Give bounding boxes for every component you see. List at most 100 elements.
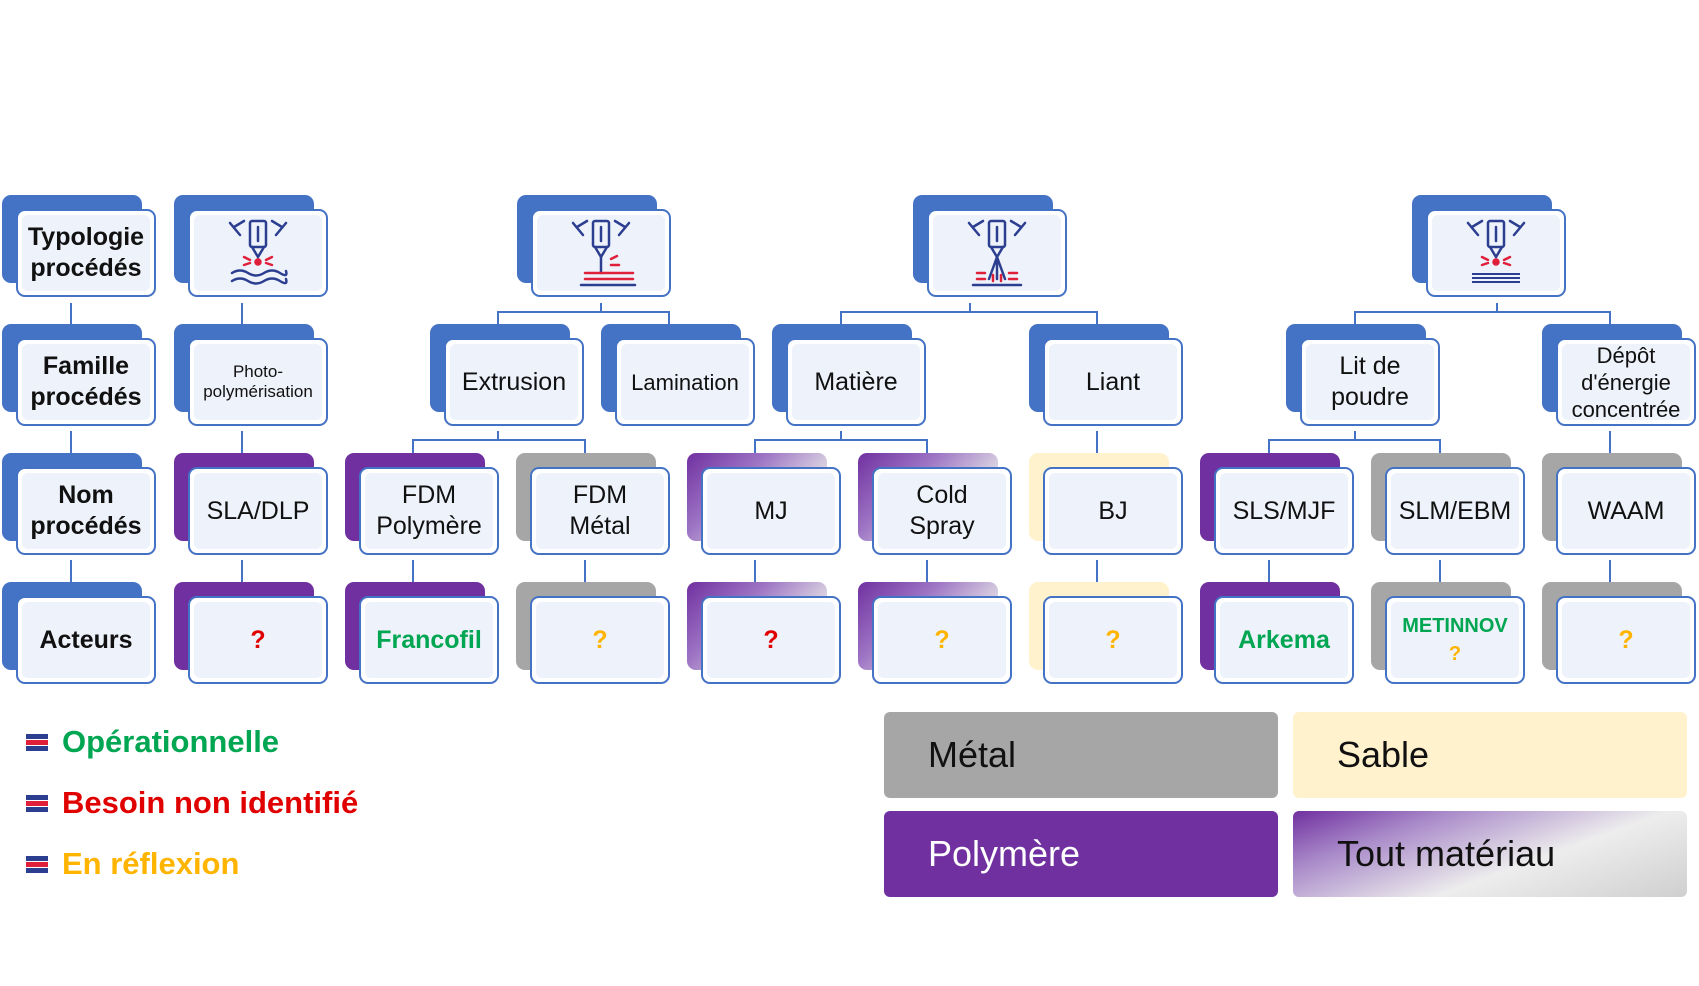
material-swatch-polymere: Polymère	[884, 811, 1278, 897]
typology-projection	[913, 195, 1067, 297]
connector	[668, 311, 670, 329]
typology-lit-poudre	[1412, 195, 1566, 297]
family-label: Lit de poudre	[1331, 352, 1409, 411]
connector	[754, 439, 928, 441]
connector	[1609, 431, 1611, 457]
actor-label: ?	[250, 625, 266, 654]
process-slm-ebm: SLM/EBM	[1371, 453, 1525, 555]
row-label-text: Typologie procédés	[27, 223, 145, 282]
process-label: BJ	[1098, 496, 1128, 525]
connector	[1096, 431, 1098, 457]
family-label: Dépôt d'énergie concentrée	[1571, 342, 1681, 422]
connector	[584, 560, 586, 586]
row-label-text: Acteurs	[39, 625, 133, 654]
family-extrusion: Extrusion	[430, 324, 584, 426]
connector	[926, 439, 928, 457]
connector	[1439, 560, 1441, 586]
actor-slm-ebm: METINNOV ?	[1371, 582, 1525, 684]
process-label: SLS/MJF	[1232, 496, 1336, 525]
process-label: FDM Polymère	[376, 481, 482, 540]
process-label: Cold Spray	[909, 481, 975, 540]
connector	[1096, 560, 1098, 586]
legend-besoin-non-identifie: Besoin non identifié	[26, 785, 358, 821]
family-label: Extrusion	[461, 367, 567, 396]
process-fdm-metal: FDM Métal	[516, 453, 670, 555]
family-label: Liant	[1085, 367, 1141, 396]
connector	[1609, 560, 1611, 586]
flag-icon	[26, 733, 48, 751]
connector	[241, 431, 243, 457]
row-label-typologie: Typologie procédés	[2, 195, 156, 297]
process-label: SLA/DLP	[206, 496, 310, 525]
row-label-nom: Nom procédés	[2, 453, 156, 555]
actor-fdm-polymere: Francofil	[345, 582, 499, 684]
connector	[497, 431, 499, 441]
actor-label: ?	[592, 625, 608, 654]
material-label: Polymère	[928, 833, 1081, 874]
connector	[969, 303, 971, 312]
actor-mj: ?	[687, 582, 841, 684]
connector	[840, 311, 842, 329]
connector	[1496, 303, 1498, 312]
row-label-text: Famille procédés	[30, 352, 142, 411]
legend-operationnelle: Opérationnelle	[26, 724, 279, 760]
connector	[241, 303, 243, 329]
legend-label: En réflexion	[62, 846, 240, 881]
row-label-acteurs: Acteurs	[2, 582, 156, 684]
connector	[600, 303, 602, 312]
actor-bj: ?	[1029, 582, 1183, 684]
connector	[1354, 311, 1356, 329]
process-sla-dlp: SLA/DLP	[174, 453, 328, 555]
connector	[70, 431, 72, 457]
typology-photopolymerisation	[174, 195, 328, 297]
vat-photopolymerization-icon	[228, 219, 288, 285]
connector	[1268, 560, 1270, 586]
actor-label: METINNOV	[1402, 615, 1508, 637]
actor-label: ?	[763, 625, 779, 654]
connector	[584, 439, 586, 457]
row-label-famille: Famille procédés	[2, 324, 156, 426]
connector	[1268, 439, 1441, 441]
process-label: WAAM	[1587, 496, 1665, 525]
material-swatch-tout-materiau: Tout matériau	[1293, 811, 1687, 897]
process-fdm-polymere: FDM Polymère	[345, 453, 499, 555]
legend-label: Opérationnelle	[62, 724, 280, 759]
process-bj: BJ	[1029, 453, 1183, 555]
material-label: Métal	[928, 734, 1017, 775]
connector	[1268, 439, 1270, 457]
connector	[840, 431, 842, 441]
actor-label: Francofil	[376, 625, 482, 654]
connector	[1439, 439, 1441, 457]
connector	[1354, 311, 1611, 313]
actor-sls-mjf: Arkema	[1200, 582, 1354, 684]
family-matiere: Matière	[772, 324, 926, 426]
connector	[1609, 311, 1611, 329]
actor-label: Arkema	[1238, 625, 1330, 654]
connector	[497, 311, 499, 329]
flag-icon	[26, 855, 48, 873]
connector	[412, 439, 586, 441]
family-label: Matière	[814, 367, 898, 396]
actor-label-stack: METINNOV ?	[1402, 614, 1508, 666]
actor-label: ?	[934, 625, 950, 654]
flag-icon	[26, 794, 48, 812]
family-lit-de-poudre: Lit de poudre	[1286, 324, 1440, 426]
connector	[70, 560, 72, 586]
actor-label: ?	[1618, 625, 1634, 654]
process-label: FDM Métal	[569, 481, 631, 540]
connector	[926, 560, 928, 586]
actor-sla-dlp: ?	[174, 582, 328, 684]
family-depot-energie: Dépôt d'énergie concentrée	[1542, 324, 1696, 426]
material-swatch-metal: Métal	[884, 712, 1278, 798]
powder-bed-fusion-icon	[1466, 219, 1526, 283]
row-label-text: Nom procédés	[30, 481, 142, 540]
family-lamination: Lamination	[601, 324, 755, 426]
material-swatch-sable: Sable	[1293, 712, 1687, 798]
connector	[1096, 311, 1098, 329]
actor-waam: ?	[1542, 582, 1696, 684]
typology-extrusion	[517, 195, 671, 297]
connector	[754, 439, 756, 457]
connector	[70, 303, 72, 329]
process-waam: WAAM	[1542, 453, 1696, 555]
